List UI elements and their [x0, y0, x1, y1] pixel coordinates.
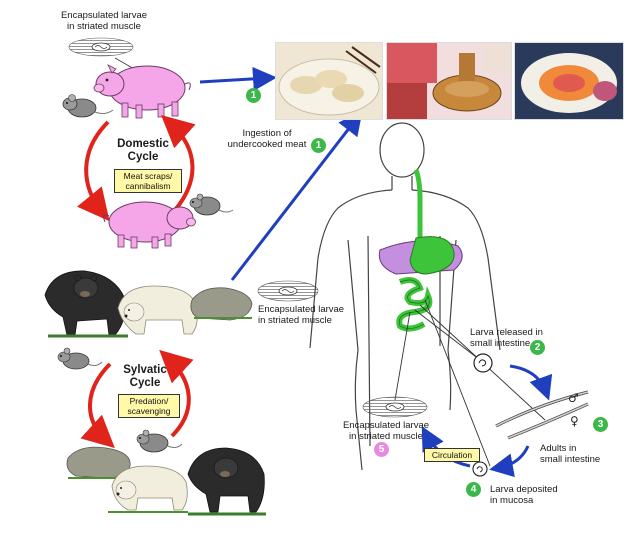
released-larva — [473, 353, 493, 373]
rat-sylvatic-bottom — [136, 429, 183, 453]
food-photo-dumplings — [275, 42, 383, 120]
label-encapsulated-top: Encapsulated larvae in striated muscle — [60, 10, 148, 32]
step-4-marker: 4 — [466, 482, 481, 497]
label-larva-released: Larva released in small intestine — [470, 327, 543, 349]
male-symbol: ♂ — [568, 391, 579, 405]
food-photo-hotpot — [386, 42, 512, 120]
label-encapsulated-middle: Encapsulated larvae in striated muscle — [258, 304, 345, 326]
step-3-marker: 3 — [593, 417, 608, 432]
meat-scraps-box: Meat scraps/ cannibalism — [114, 169, 182, 193]
predation-box: Predation/ scavenging — [118, 394, 180, 418]
sylvatic-cycle-arrows — [80, 349, 194, 449]
muscle-tissue-middle — [257, 280, 319, 302]
ingestion-arrow-domestic — [199, 66, 277, 91]
pig-bottom — [103, 201, 196, 249]
dead-animal-carcass — [190, 287, 253, 321]
pig-top — [93, 64, 191, 119]
black-bear-bottom — [187, 447, 266, 516]
rat-sylvatic-top — [57, 347, 103, 370]
circulation-box: Circulation — [424, 448, 480, 462]
muscle-tissue-top — [68, 37, 134, 57]
polar-bear-bottom — [108, 465, 188, 513]
rat-top-left — [62, 94, 114, 118]
step-1-sylvatic-marker: 1 — [311, 138, 326, 153]
rat-bottom-right — [189, 193, 234, 216]
deposited-larva — [472, 461, 488, 477]
label-larva-deposited: Larva deposited in mucosa — [490, 484, 558, 506]
food-photo-platter — [514, 42, 624, 120]
sylvatic-cycle-title: Sylvatic Cycle — [123, 364, 167, 389]
digestive-tract — [378, 169, 463, 332]
arrow-to-adults — [509, 364, 553, 401]
label-encapsulated-bottom: Encapsulated larvae in striated muscle — [342, 420, 430, 442]
step-5-marker: 5 — [374, 442, 389, 457]
adult-worms — [495, 390, 589, 440]
muscle-tissue-bottom — [362, 396, 428, 418]
label-adults: Adults in small intestine — [540, 443, 601, 465]
arrow-to-deposit — [489, 445, 530, 478]
black-bear-top — [44, 270, 128, 338]
step-2-marker: 2 — [530, 340, 545, 355]
domestic-cycle-arrows — [76, 115, 196, 222]
female-symbol: ♀ — [570, 414, 579, 428]
polar-bear-top — [117, 285, 198, 335]
step-1-domestic-marker: 1 — [246, 88, 261, 103]
label-ingestion: Ingestion of undercooked meat — [227, 128, 307, 150]
ingestion-arrow-sylvatic — [230, 110, 363, 281]
domestic-cycle-title: Domestic Cycle — [117, 138, 169, 163]
